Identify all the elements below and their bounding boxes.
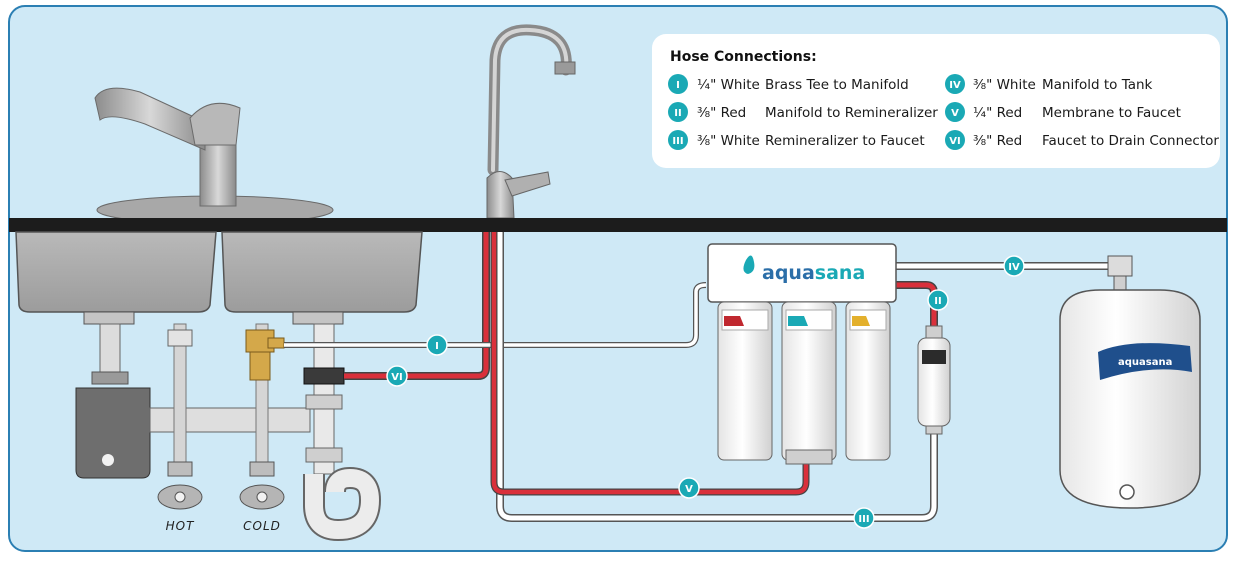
svg-text:Faucet to Drain Connector: Faucet to Drain Connector xyxy=(1042,133,1219,149)
legend-row-5: V ¼" Red Membrane to Faucet xyxy=(945,102,1181,122)
svg-text:IV: IV xyxy=(1008,262,1020,273)
hose-legend: Hose Connections: I ¼" White Brass Tee t… xyxy=(652,34,1220,168)
svg-text:I: I xyxy=(676,80,680,91)
svg-text:VI: VI xyxy=(949,136,960,147)
filter-canister-2 xyxy=(781,301,837,465)
legend-row-1: I ¼" White Brass Tee to Manifold xyxy=(668,74,909,94)
badge-v: V xyxy=(678,477,700,499)
badge-iii: III xyxy=(853,507,875,529)
svg-text:Brass Tee to Manifold: Brass Tee to Manifold xyxy=(765,77,909,93)
legend-row-6: VI ⅜" Red Faucet to Drain Connector xyxy=(945,130,1219,150)
svg-text:Manifold to Tank: Manifold to Tank xyxy=(1042,77,1153,93)
svg-text:III: III xyxy=(858,514,869,525)
legend-title: Hose Connections: xyxy=(670,49,817,65)
svg-text:Remineralizer to Faucet: Remineralizer to Faucet xyxy=(765,133,925,149)
badge-i: I xyxy=(426,334,448,356)
filter-canister-1 xyxy=(717,301,773,461)
svg-text:II: II xyxy=(934,296,941,307)
svg-text:⅜" White: ⅜" White xyxy=(697,133,760,149)
svg-text:¼" Red: ¼" Red xyxy=(973,105,1022,121)
legend-row-4: IV ⅜" White Manifold to Tank xyxy=(945,74,1153,94)
badge-vi: VI xyxy=(386,365,408,387)
cold-label: COLD xyxy=(243,519,281,533)
svg-text:Manifold to Remineralizer: Manifold to Remineralizer xyxy=(765,105,938,121)
svg-text:V: V xyxy=(685,484,693,495)
storage-tank: aquasana xyxy=(1059,255,1201,509)
svg-text:⅜" White: ⅜" White xyxy=(973,77,1036,93)
svg-text:Membrane to Faucet: Membrane to Faucet xyxy=(1042,105,1181,121)
double-sink xyxy=(15,231,423,325)
svg-text:II: II xyxy=(674,108,681,119)
badge-ii: II xyxy=(927,289,949,311)
svg-text:IV: IV xyxy=(949,80,961,91)
legend-row-3: III ⅜" White Remineralizer to Faucet xyxy=(668,130,925,150)
legend-row-2: II ⅜" Red Manifold to Remineralizer xyxy=(668,102,938,122)
drain-connector xyxy=(303,367,345,385)
badge-iv: IV xyxy=(1003,255,1025,277)
filter-canister-3 xyxy=(845,301,891,461)
countertop xyxy=(9,218,1227,232)
cold-valve xyxy=(239,484,285,510)
hot-label: HOT xyxy=(166,519,195,533)
svg-text:⅜" Red: ⅜" Red xyxy=(697,105,746,121)
svg-text:I: I xyxy=(435,341,439,352)
svg-text:III: III xyxy=(672,136,683,147)
svg-text:⅜" Red: ⅜" Red xyxy=(973,133,1022,149)
manifold-brand: aquasana xyxy=(762,262,865,284)
svg-text:V: V xyxy=(951,108,959,119)
hot-valve xyxy=(157,484,203,510)
svg-text:VI: VI xyxy=(391,372,402,383)
tank-brand: aquasana xyxy=(1118,357,1172,368)
filter-manifold: aquasana xyxy=(707,243,897,303)
ro-faucet xyxy=(486,24,576,219)
supply-lines xyxy=(167,323,285,477)
remineralizer xyxy=(917,325,951,435)
garbage-disposal xyxy=(75,323,311,479)
drain-p-trap xyxy=(303,323,382,542)
water-drop-icon xyxy=(743,255,755,274)
svg-text:¼" White: ¼" White xyxy=(697,77,760,93)
